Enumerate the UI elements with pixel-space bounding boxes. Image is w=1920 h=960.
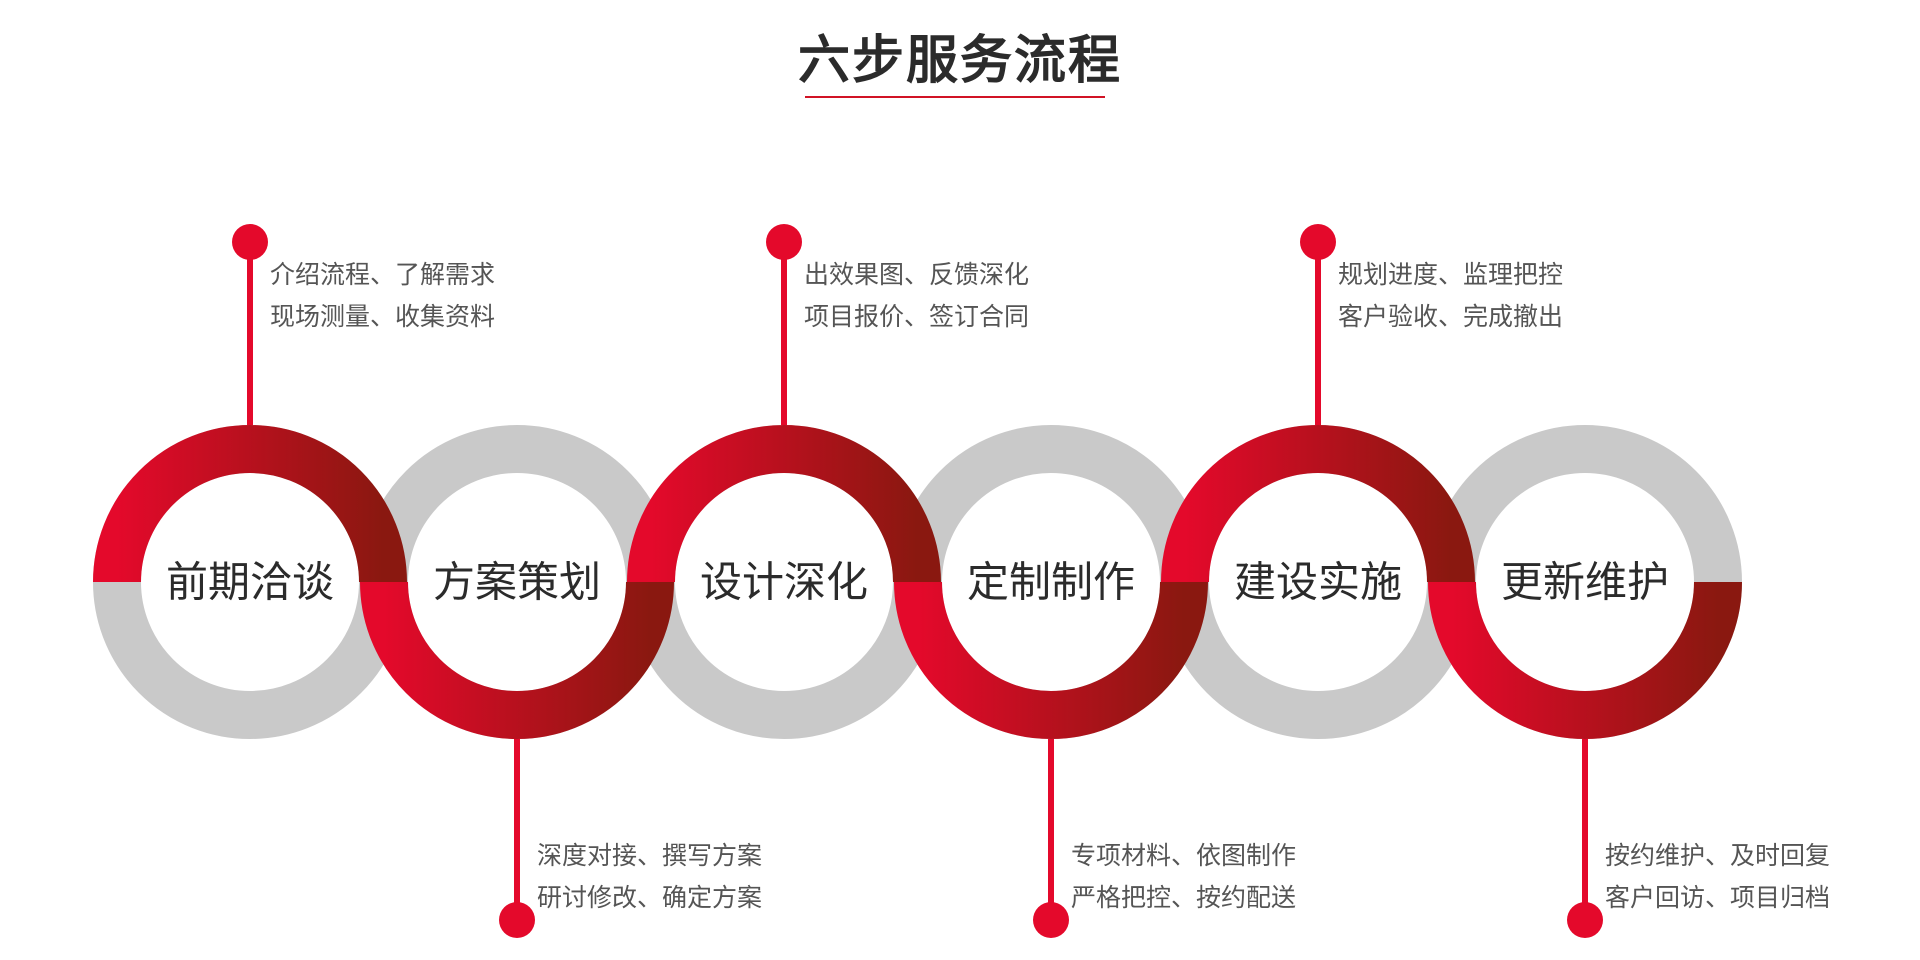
step-2-desc-line-1: 深度对接、撰写方案 bbox=[537, 841, 763, 870]
step-1-desc-line-2: 现场测量、收集资料 bbox=[270, 302, 496, 331]
step-6-ring-accent bbox=[1428, 581, 1742, 739]
step-1-description: 介绍流程、了解需求 现场测量、收集资料 bbox=[270, 254, 495, 338]
step-6-desc-line-1: 按约维护、及时回复 bbox=[1605, 841, 1831, 870]
step-3-desc-line-1: 出效果图、反馈深化 bbox=[804, 260, 1030, 289]
step-1-ring-accent bbox=[93, 425, 407, 583]
step-5-description: 规划进度、监理把控 客户验收、完成撤出 bbox=[1338, 254, 1563, 338]
step-3-connector-dot bbox=[766, 224, 802, 260]
step-5-desc-line-2: 客户验收、完成撤出 bbox=[1338, 302, 1564, 331]
step-1-label: 前期洽谈 bbox=[166, 558, 334, 607]
step-3-description: 出效果图、反馈深化 项目报价、签订合同 bbox=[804, 254, 1029, 338]
step-4-label: 定制制作 bbox=[967, 558, 1135, 607]
step-1-desc-line-1: 介绍流程、了解需求 bbox=[270, 260, 496, 289]
step-2-description: 深度对接、撰写方案 研讨修改、确定方案 bbox=[537, 835, 762, 919]
step-5-desc-line-1: 规划进度、监理把控 bbox=[1338, 260, 1564, 289]
step-5-connector-dot bbox=[1300, 224, 1336, 260]
step-2-desc-line-2: 研讨修改、确定方案 bbox=[537, 883, 763, 912]
step-3-desc-line-2: 项目报价、签订合同 bbox=[804, 302, 1030, 331]
step-2-connector-dot bbox=[499, 902, 535, 938]
step-4-desc-line-2: 严格把控、按约配送 bbox=[1071, 883, 1297, 912]
step-4-connector-dot bbox=[1033, 902, 1069, 938]
step-3-ring-accent bbox=[627, 425, 941, 583]
title-underline bbox=[805, 96, 1105, 98]
step-6-label: 更新维护 bbox=[1501, 558, 1669, 607]
step-6-description: 按约维护、及时回复 客户回访、项目归档 bbox=[1605, 835, 1830, 919]
step-4-desc-line-1: 专项材料、依图制作 bbox=[1071, 841, 1297, 870]
step-6-connector-dot bbox=[1567, 902, 1603, 938]
step-6-desc-line-2: 客户回访、项目归档 bbox=[1605, 883, 1831, 912]
step-5-label: 建设实施 bbox=[1234, 558, 1402, 607]
step-4-ring-accent bbox=[894, 581, 1208, 739]
step-2-ring-accent bbox=[360, 581, 674, 739]
step-1-connector-dot bbox=[232, 224, 268, 260]
step-2-label: 方案策划 bbox=[433, 558, 601, 607]
step-3-label: 设计深化 bbox=[700, 558, 868, 607]
page-title: 六步服务流程 bbox=[797, 31, 1122, 91]
step-4-description: 专项材料、依图制作 严格把控、按约配送 bbox=[1071, 835, 1296, 919]
step-5-ring-accent bbox=[1161, 425, 1475, 583]
